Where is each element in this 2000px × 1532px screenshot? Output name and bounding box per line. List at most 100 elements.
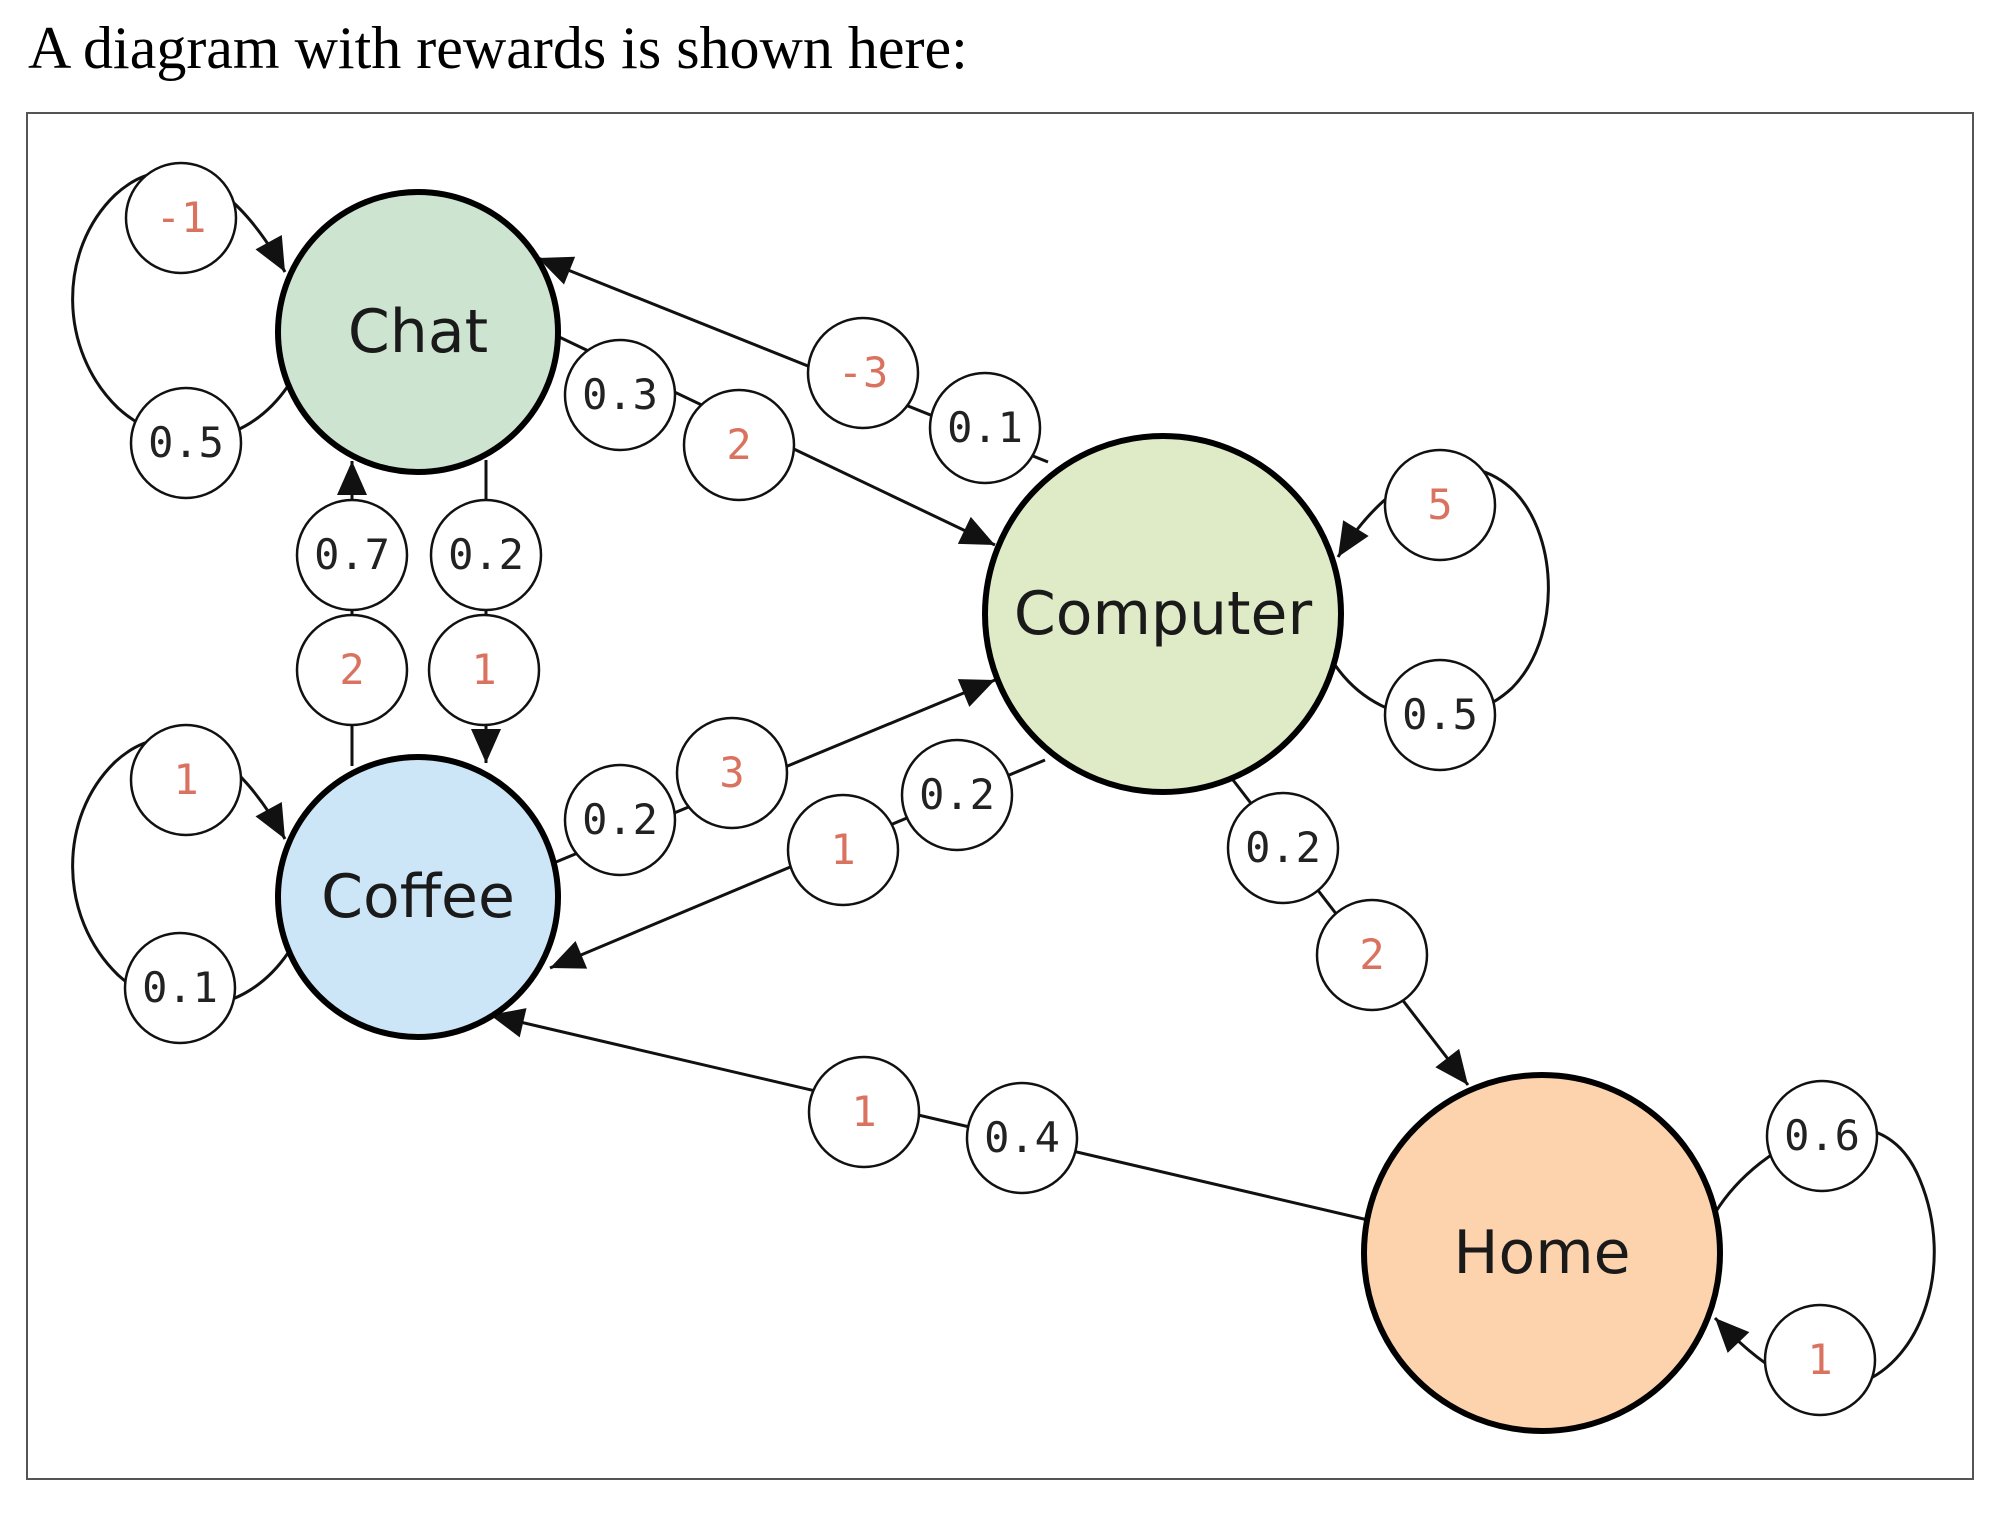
edge-chat-computer-reward-value: 2 [726,420,751,469]
edge-computer-home-probability-value: 0.2 [1245,823,1321,872]
edge-coffee-computer-reward-label: 3 [675,716,789,830]
edge-home-coffee-arrowhead [490,1008,527,1038]
edge-coffee-coffee-reward-value: 1 [173,755,198,804]
edge-computer-chat-probability-circle [928,371,1042,485]
edge-computer-coffee-reward-circle [786,793,900,907]
edge-home-coffee-probability-label: 0.4 [965,1081,1079,1195]
edge-coffee-coffee-reward-label: 1 [129,723,243,837]
diagram-frame [26,112,1974,1480]
edge-chat-chat-reward-label: -1 [124,161,238,275]
edge-computer-computer-probability-circle [1383,658,1497,772]
edge-computer-computer-reward-circle [1383,448,1497,562]
edge-chat-computer-probability-circle [563,338,677,452]
edge-coffee-computer-probability-label: 0.2 [563,763,677,877]
edge-coffee-coffee-probability-label: 0.1 [123,931,237,1045]
edge-chat-chat-probability-value: 0.5 [148,418,224,467]
edge-computer-computer-reward-label: 5 [1383,448,1497,562]
edge-coffee-chat-probability-value: 0.7 [314,530,390,579]
edge-chat-coffee-arrowhead [471,729,501,763]
node-home: Home [1361,1072,1723,1434]
edge-coffee-chat-arrowhead [337,461,367,495]
node-chat-circle [275,189,561,475]
edge-chat-computer-reward-circle [682,388,796,502]
label-layer: -1 0.5 1 0.2 2 0.3 2 0.7 1 0.1 3 0.2 -3 0.1 1 0.2 5 0.5 2 0… [123,161,1879,1417]
edge-chat-chat-probability-circle [129,386,243,500]
edge-home-home-reward-circle [1763,1303,1877,1417]
edge-computer-coffee-probability-value: 0.2 [919,770,995,819]
edge-home-home-probability-value: 0.6 [1784,1111,1860,1160]
edge-home-coffee-reward-value: 1 [851,1087,876,1136]
edge-computer-coffee-arrowhead [550,941,588,969]
node-chat-label: Chat [348,297,488,367]
edge-home-coffee [489,1013,1369,1222]
edge-coffee-computer-reward-circle [675,716,789,830]
node-home-label: Home [1453,1218,1630,1288]
edge-computer-computer-arrowhead [1338,520,1369,557]
edge-home-coffee-probability-value: 0.4 [984,1113,1060,1162]
edge-coffee-coffee-probability-value: 0.1 [142,963,218,1012]
edge-home-home-probability-label: 0.6 [1765,1079,1879,1193]
edge-coffee-chat-reward-label: 2 [295,613,409,727]
edge-coffee-chat-probability-circle [295,498,409,612]
edge-home-home-reward-label: 1 [1763,1303,1877,1417]
edge-computer-home-reward-label: 2 [1315,898,1429,1012]
edge-computer-chat-reward-circle [806,316,920,430]
edge-chat-computer-probability-label: 0.3 [563,338,677,452]
node-computer-label: Computer [1014,579,1313,649]
node-home-circle [1361,1072,1723,1434]
edge-home-home-probability-circle [1765,1079,1879,1193]
edge-coffee-computer-probability-value: 0.2 [582,795,658,844]
edge-computer-chat-probability-label: 0.1 [928,371,1042,485]
edge-chat-coffee-probability-circle [429,498,543,612]
node-coffee: Coffee [275,754,561,1040]
diagram-caption: A diagram with rewards is shown here: [28,15,968,81]
edge-chat-chat-reward-circle [124,161,238,275]
node-chat: Chat [275,189,561,475]
edge-computer-home-arrowhead [1435,1048,1468,1085]
edge-chat-coffee-probability-label: 0.2 [429,498,543,612]
edge-computer-coffee-reward-value: 1 [830,825,855,874]
edge-coffee-computer-arrowhead [957,679,995,707]
edge-computer-chat-reward-label: -3 [806,316,920,430]
edge-chat-computer-probability-value: 0.3 [582,370,658,419]
edge-computer-home-probability-circle [1226,791,1340,905]
edge-coffee-chat-reward-circle [295,613,409,727]
edge-home-home-arrowhead [1715,1318,1750,1353]
edge-coffee-computer-probability-circle [563,763,677,877]
edge-chat-coffee-reward-label: 1 [427,613,541,727]
edge-computer-home-probability-label: 0.2 [1226,791,1340,905]
edge-chat-coffee-probability-value: 0.2 [448,530,524,579]
edge-chat-computer-arrowhead [957,516,995,545]
edge-coffee-computer-reward-value: 3 [719,748,744,797]
edge-chat-coffee-reward-value: 1 [471,645,496,694]
edge-computer-computer-reward-value: 5 [1427,480,1452,529]
edge-computer-home-reward-circle [1315,898,1429,1012]
edge-computer-chat-arrowhead [538,256,576,285]
edge-computer-computer-probability-value: 0.5 [1402,690,1478,739]
node-coffee-label: Coffee [321,862,515,932]
edge-coffee-chat-probability-label: 0.7 [295,498,409,612]
edge-computer-computer-probability-label: 0.5 [1383,658,1497,772]
edge-coffee-chat-reward-value: 2 [339,645,364,694]
edge-computer-home-reward-value: 2 [1359,930,1384,979]
edge-home-coffee-reward-label: 1 [807,1055,921,1169]
edge-home-coffee-reward-circle [807,1055,921,1169]
edge-coffee-coffee-arrowhead [255,801,285,839]
edge-computer-coffee-probability-label: 0.2 [900,738,1014,852]
edge-computer-chat-probability-value: 0.1 [947,403,1023,452]
node-computer-circle [982,433,1344,795]
edge-chat-coffee-reward-circle [427,613,541,727]
edge-coffee-coffee-reward-circle [129,723,243,837]
edge-chat-computer-reward-label: 2 [682,388,796,502]
edge-chat-chat-arrowhead [255,234,285,272]
edge-computer-coffee-probability-circle [900,738,1014,852]
edge-chat-chat-probability-label: 0.5 [129,386,243,500]
edge-computer-chat-reward-value: -3 [838,348,889,397]
node-computer: Computer [982,433,1344,795]
edge-chat-chat-reward-value: -1 [156,193,207,242]
edge-coffee-coffee-probability-circle [123,931,237,1045]
edge-computer-coffee-reward-label: 1 [786,793,900,907]
edge-home-coffee-probability-circle [965,1081,1079,1195]
